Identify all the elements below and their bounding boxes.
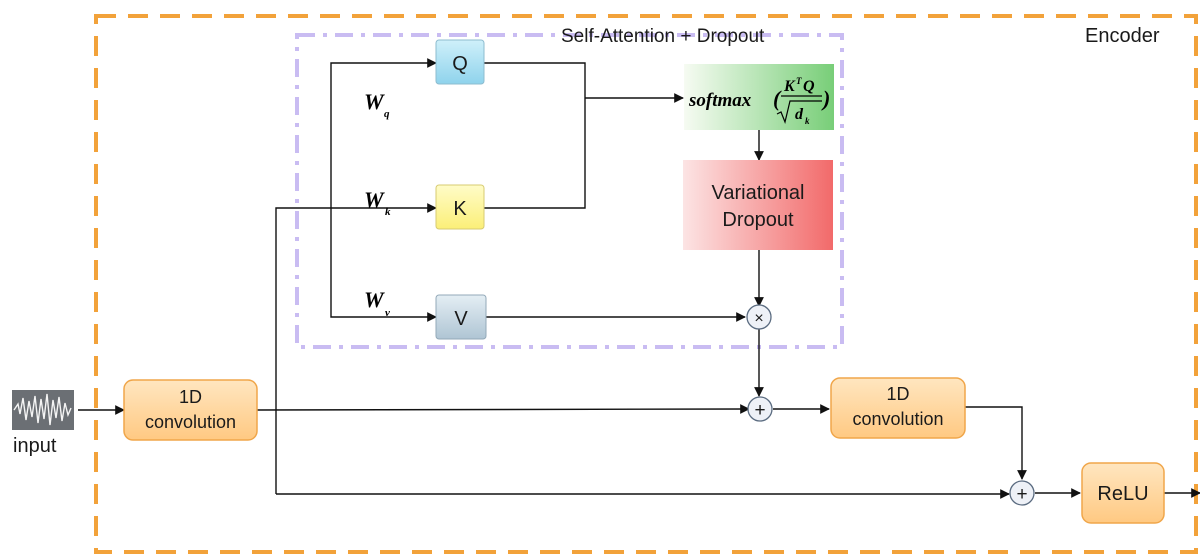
svg-text:): ) bbox=[821, 86, 830, 111]
self-attention-label: Self-Attention + Dropout bbox=[561, 26, 765, 47]
svg-text:+: + bbox=[754, 400, 765, 421]
svg-text:×: × bbox=[754, 310, 763, 327]
wk-label: W k bbox=[364, 187, 391, 218]
svg-text:convolution: convolution bbox=[852, 409, 943, 429]
svg-text:ReLU: ReLU bbox=[1097, 483, 1148, 505]
svg-text:Dropout: Dropout bbox=[722, 209, 794, 231]
q-node: Q bbox=[435, 39, 485, 85]
svg-text:W: W bbox=[364, 89, 385, 114]
svg-text:+: + bbox=[1016, 484, 1027, 505]
svg-text:d: d bbox=[795, 106, 804, 123]
input-waveform-icon bbox=[12, 390, 74, 430]
svg-text:T: T bbox=[796, 76, 802, 86]
svg-text:softmax: softmax bbox=[688, 90, 752, 111]
conv1-line2: convolution bbox=[145, 412, 236, 432]
k-node: K bbox=[435, 184, 485, 230]
svg-text:k: k bbox=[385, 206, 391, 218]
dropout-node: Variational Dropout bbox=[683, 160, 833, 250]
svg-text:Q: Q bbox=[803, 78, 815, 95]
add-operator-2: + bbox=[1009, 480, 1035, 506]
encoder-label: Encoder bbox=[1085, 25, 1160, 47]
svg-text:q: q bbox=[384, 108, 390, 120]
v-node: V bbox=[435, 294, 487, 340]
softmax-node: softmax ( K T Q d k ) bbox=[684, 64, 834, 130]
self-attention-border bbox=[295, 33, 844, 349]
svg-text:1D: 1D bbox=[886, 384, 909, 404]
svg-text:(: ( bbox=[773, 86, 782, 111]
add-operator-1: + bbox=[747, 396, 773, 422]
svg-text:k: k bbox=[805, 116, 810, 126]
encoder-border bbox=[94, 14, 1198, 554]
svg-text:Q: Q bbox=[452, 53, 468, 75]
multiply-operator: × bbox=[746, 304, 772, 330]
svg-text:W: W bbox=[364, 187, 385, 212]
wq-label: W q bbox=[364, 89, 390, 120]
conv1-node: 1D convolution bbox=[123, 379, 258, 441]
svg-text:v: v bbox=[385, 307, 390, 319]
relu-node: ReLU bbox=[1081, 462, 1165, 524]
svg-text:Variational: Variational bbox=[711, 182, 804, 204]
input-label: input bbox=[13, 435, 57, 457]
connectors bbox=[78, 58, 1200, 499]
wv-label: W v bbox=[364, 287, 390, 319]
svg-text:K: K bbox=[783, 78, 796, 95]
svg-text:W: W bbox=[364, 287, 385, 312]
svg-text:V: V bbox=[454, 308, 468, 330]
conv1-line1: 1D bbox=[179, 387, 202, 407]
svg-text:K: K bbox=[453, 198, 467, 220]
conv2-node: 1D convolution bbox=[830, 377, 966, 439]
